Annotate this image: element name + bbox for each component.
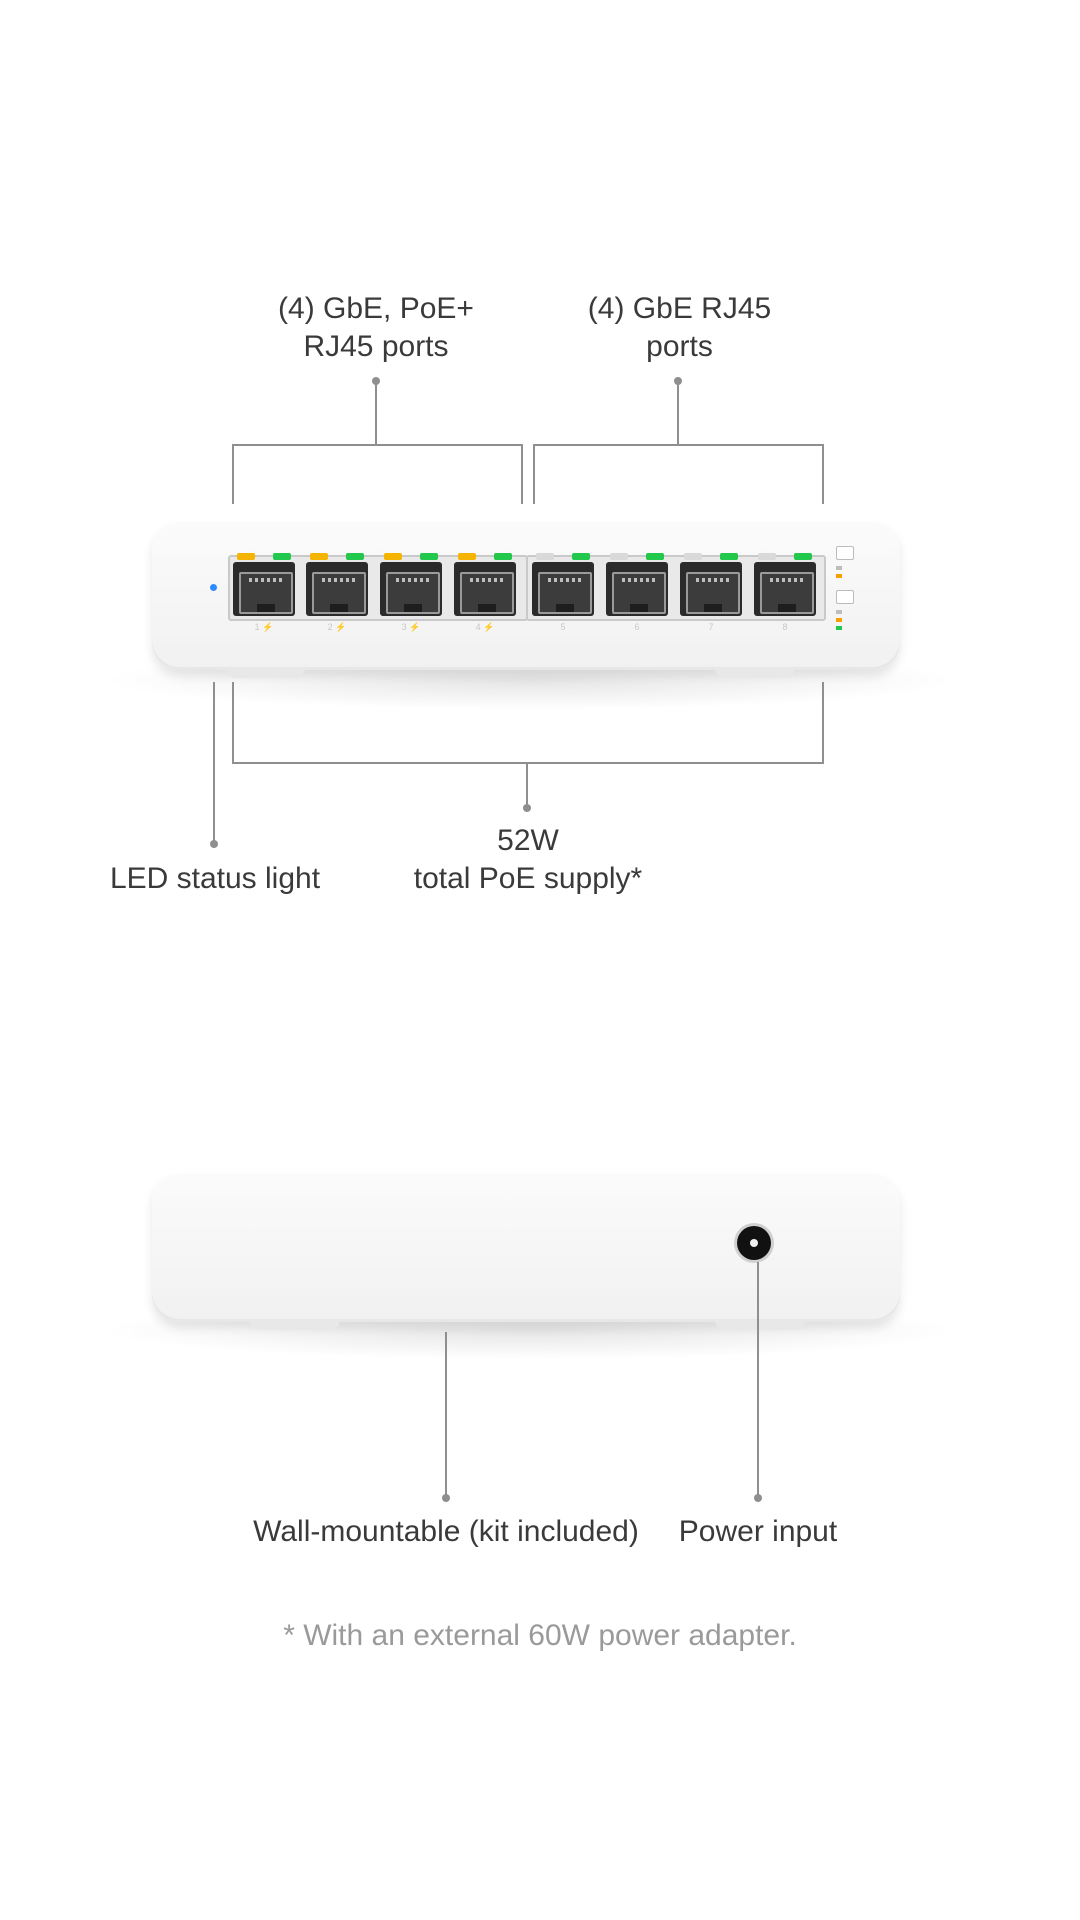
rj45-ports-label-line1: (4) GbE RJ45 <box>587 292 772 325</box>
led-status-indicator <box>210 584 217 591</box>
rj45-ports-label-line2: ports <box>646 330 713 363</box>
poe-supply-watts: 52W <box>497 824 559 857</box>
poe-ports-label: (4) GbE, PoE+ RJ45 ports <box>256 290 496 366</box>
rj45-ports-label: (4) GbE RJ45 ports <box>562 290 797 366</box>
power-input-label: Power input <box>678 1515 838 1548</box>
poe-supply-label: 52W total PoE supply* <box>388 822 668 898</box>
footnote: * With an external 60W power adapter. <box>283 1619 797 1652</box>
rj45-port-6: 6 <box>606 553 668 632</box>
rj45-port-5: 5 <box>532 553 594 632</box>
poe-ports-label-line1: (4) GbE, PoE+ <box>278 292 474 325</box>
rj45-port-7: 7 <box>680 553 742 632</box>
poe-ports-label-line2: RJ45 ports <box>303 330 449 363</box>
power-jack <box>737 1226 771 1260</box>
rj45-port-poe-1: 1 ⚡ <box>233 553 295 632</box>
poe-supply-text: total PoE supply* <box>413 862 643 895</box>
rj45-port-poe-4: 4 ⚡ <box>454 553 516 632</box>
rj45-port-8: 8 <box>754 553 816 632</box>
led-status-label: LED status light <box>109 862 321 895</box>
rj45-port-poe-3: 3 ⚡ <box>380 553 442 632</box>
wall-mount-label: Wall-mountable (kit included) <box>253 1515 639 1548</box>
rj45-port-poe-2: 2 ⚡ <box>306 553 368 632</box>
